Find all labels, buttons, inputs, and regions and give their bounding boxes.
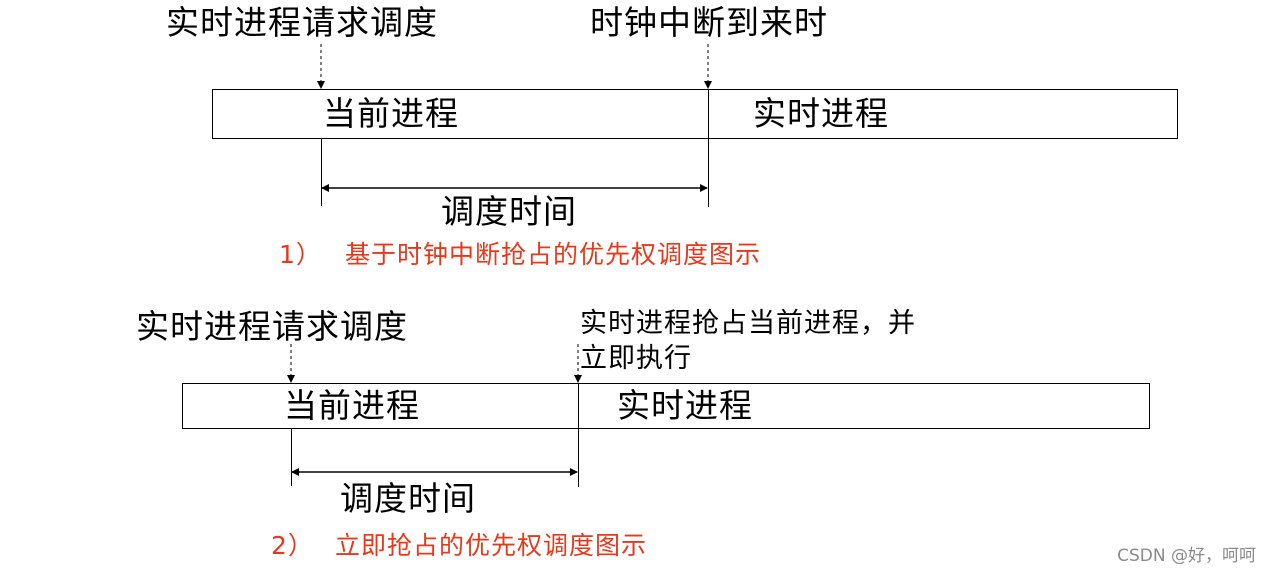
d1-interval-label: 调度时间 (441, 192, 577, 231)
d1-caption: 基于时钟中断抢占的优先权调度图示 (345, 240, 762, 269)
d2-interval-label: 调度时间 (340, 479, 476, 518)
d2-preempt-label-line2: 立即执行 (580, 343, 692, 374)
d2-realtime-process: 实时进程 (617, 386, 753, 425)
watermark: CSDN @好，呵呵 (1117, 546, 1256, 566)
d2-preempt-label-line1: 实时进程抢占当前进程，并 (580, 308, 916, 339)
d1-divider (708, 89, 709, 207)
d1-caption-number: 1） (279, 240, 322, 269)
d2-divider (578, 383, 579, 487)
d2-current-process: 当前进程 (284, 386, 420, 425)
d1-start-tick (321, 138, 322, 206)
d2-caption: 立即抢占的优先权调度图示 (335, 531, 648, 560)
d1-realtime-process: 实时进程 (753, 94, 889, 133)
d2-timeline-bar (182, 383, 1150, 429)
d2-caption-number: 2） (271, 531, 314, 560)
d1-request-label: 实时进程请求调度 (166, 3, 438, 42)
d1-interrupt-label: 时钟中断到来时 (590, 3, 828, 42)
d1-timeline-bar (212, 89, 1178, 139)
d1-current-process: 当前进程 (323, 94, 459, 133)
d2-start-tick (291, 428, 292, 486)
d2-request-label: 实时进程请求调度 (136, 307, 408, 346)
